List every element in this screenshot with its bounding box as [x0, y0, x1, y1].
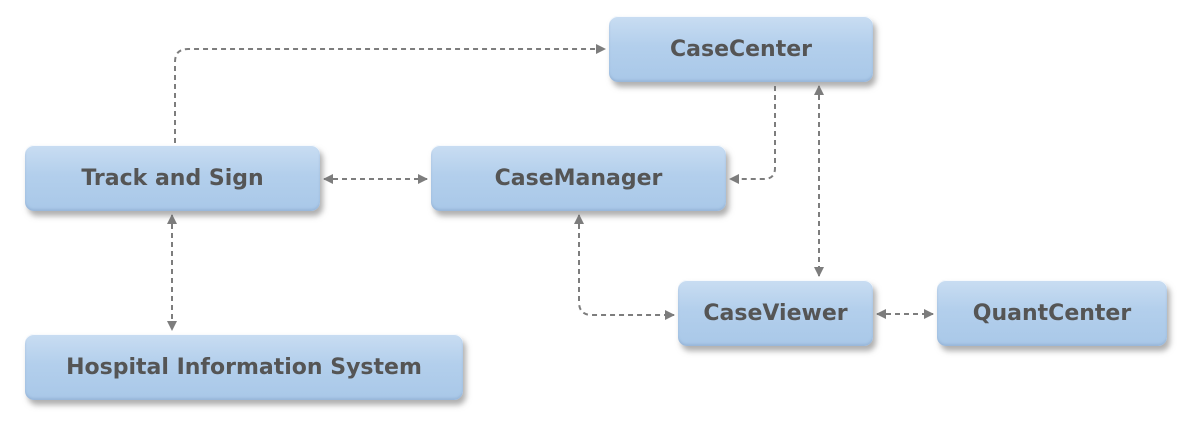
node-casemanager-label: CaseManager [494, 165, 663, 191]
edge-casemanager-caseviewer [574, 214, 675, 320]
node-track-and-sign: Track and Sign [25, 145, 320, 211]
node-hospital-information-system: Hospital Information System [25, 334, 463, 400]
node-casemanager: CaseManager [431, 145, 726, 211]
node-casecenter: CaseCenter [609, 16, 873, 82]
node-track-and-sign-label: Track and Sign [81, 165, 264, 191]
node-casecenter-label: CaseCenter [669, 36, 813, 62]
edge-track-and-sign-to-casecenter [174, 44, 606, 143]
edge-casecenter-to-casemanager [729, 86, 776, 184]
node-caseviewer: CaseViewer [678, 280, 873, 346]
node-quantcenter-label: QuantCenter [972, 300, 1132, 326]
node-quantcenter: QuantCenter [937, 280, 1167, 346]
node-caseviewer-label: CaseViewer [703, 300, 848, 326]
node-hospital-information-system-label: Hospital Information System [66, 354, 422, 380]
